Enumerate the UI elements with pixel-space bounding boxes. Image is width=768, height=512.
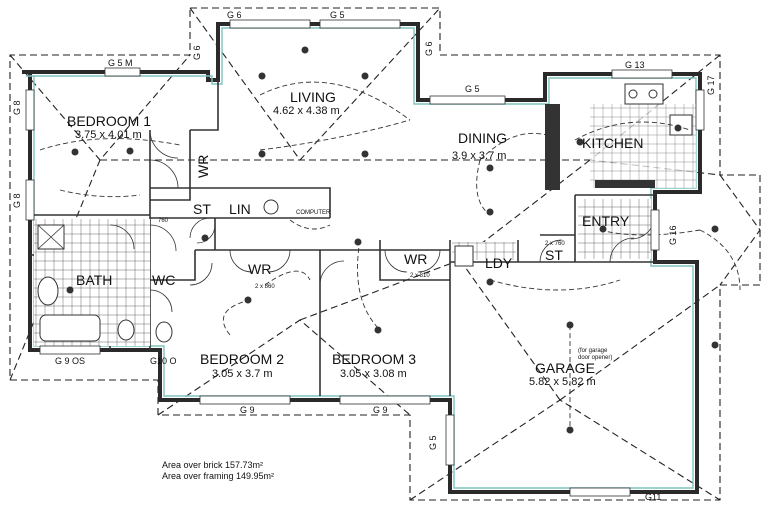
- window-label-g11: G11: [645, 492, 661, 502]
- wc-toilet-fixture: [155, 321, 173, 343]
- door-size-2x810: 2 x 810: [410, 273, 430, 279]
- room-label-bedroom1: BEDROOM 1: [67, 113, 151, 129]
- electrical-circuits: [39, 81, 741, 430]
- room-label-entry: ENTRY: [582, 213, 630, 229]
- room-dim-bedroom3: 3.05 x 3.08 m: [340, 368, 407, 380]
- window-label-g5m: G 5 M: [108, 58, 133, 68]
- window-label-g8-lower: G 8: [12, 193, 22, 208]
- doors: [109, 129, 656, 313]
- window-label-g6-top: G 6: [227, 10, 242, 20]
- room-label-wc: WC: [152, 272, 175, 288]
- door-size-2x860: 2 x 860: [255, 284, 275, 290]
- garage-door-note-1: (for garage: [578, 348, 608, 354]
- window-label-g10o: G10 O: [150, 356, 177, 366]
- area-over-framing: Area over framing 149.95m²: [162, 471, 274, 481]
- window-label-g5-top: G 5: [330, 10, 345, 20]
- window-label-g16: G 16: [668, 225, 678, 245]
- room-label-dining: DINING: [458, 130, 507, 146]
- room-dim-bedroom2: 3.05 x 3.7 m: [212, 368, 273, 380]
- window-label-g8-upper: G 8: [12, 100, 22, 115]
- room-label-st2: ST: [545, 247, 563, 263]
- fixtures: [37, 83, 693, 343]
- basin-fixture: [37, 276, 59, 306]
- windows: [25, 19, 705, 497]
- room-label-wr1: WR: [195, 155, 211, 178]
- room-label-lin: LIN: [229, 201, 251, 217]
- room-label-kitchen: KITCHEN: [582, 135, 643, 151]
- computer-note: COMPUTER: [296, 210, 331, 216]
- room-label-garage: GARAGE: [535, 360, 595, 376]
- hws-fixture: [263, 199, 279, 215]
- room-label-bath: BATH: [76, 272, 112, 288]
- window-label-g9-left: G 9: [240, 405, 255, 415]
- door-size-2x760: 2 x 760: [545, 241, 565, 247]
- window-label-g13: G 13: [625, 60, 645, 70]
- window-label-g9-right: G 9: [373, 405, 388, 415]
- room-label-st1: ST: [193, 201, 211, 217]
- room-dim-living: 4.62 x 4.38 m: [273, 105, 340, 117]
- bathtub-fixture: [39, 314, 101, 342]
- toilet-fixture: [117, 319, 135, 341]
- area-over-brick: Area over brick 157.73m²: [162, 460, 263, 470]
- window-label-g9os: G 9 OS: [55, 356, 85, 366]
- cooktop-fixture: [624, 83, 664, 105]
- window-label-g5-mid: G 5: [465, 84, 480, 94]
- light-points: [66, 46, 719, 434]
- garage-door-note-2: door opener): [578, 355, 612, 361]
- room-dim-dining: 3.9 x 3.7 m: [452, 150, 506, 162]
- room-label-wr3: WR: [404, 251, 427, 267]
- room-label-living: LIVING: [290, 89, 336, 105]
- window-label-g6-left: G 6: [192, 45, 202, 60]
- room-label-ldy: LDY: [485, 255, 513, 271]
- room-dim-garage: 5.82 x 5.82 m: [529, 376, 596, 388]
- sink-fixture: [669, 114, 693, 136]
- window-label-g6-right: G 6: [424, 41, 434, 56]
- window-label-g17: G 17: [706, 75, 716, 95]
- room-label-bedroom3: BEDROOM 3: [332, 351, 416, 367]
- room-label-bedroom2: BEDROOM 2: [200, 351, 284, 367]
- room-dim-bedroom1: 3.75 x 4.01 m: [75, 129, 142, 141]
- door-size-760: 760: [158, 218, 169, 224]
- laundry-tub-fixture: [454, 245, 474, 267]
- room-label-wr2: WR: [248, 261, 271, 277]
- window-label-g5-low: G 5: [428, 435, 438, 450]
- entry-tiles: [578, 199, 651, 259]
